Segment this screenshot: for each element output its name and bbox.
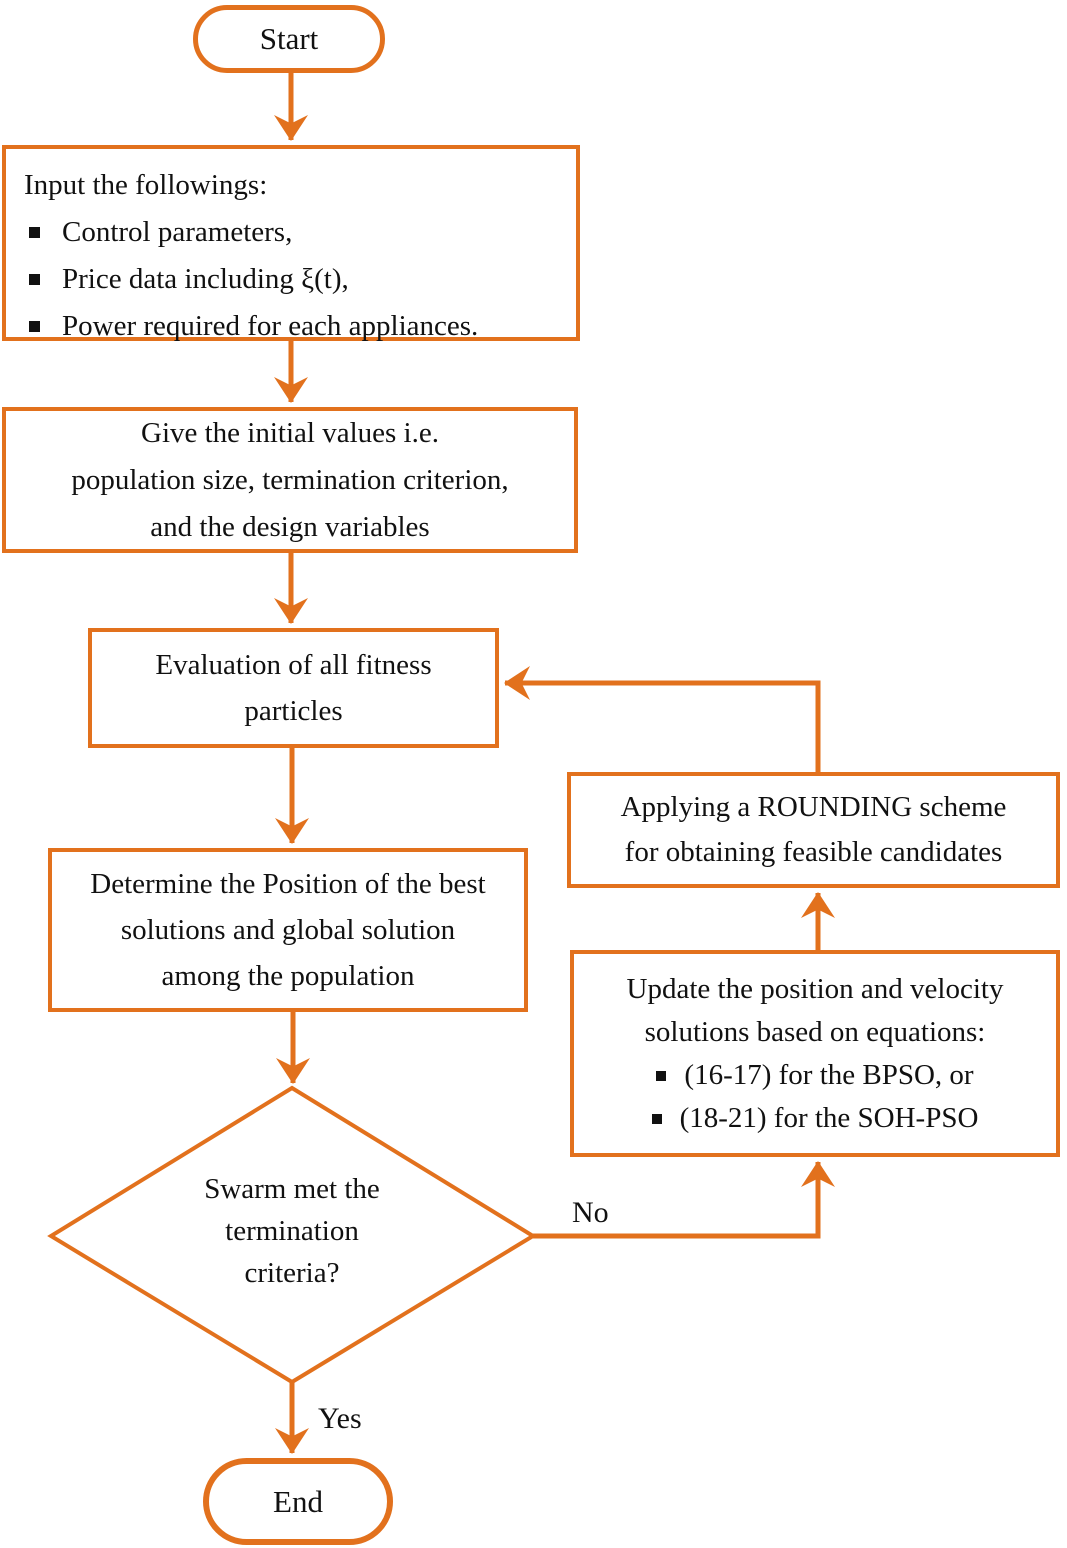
determine-line: Determine the Position of the best — [90, 868, 486, 900]
decision-diamond — [47, 1085, 537, 1385]
decision-line: termination — [225, 1215, 359, 1247]
input-bullet-row: Control parameters, — [24, 209, 568, 256]
bullet-square-icon — [656, 1071, 667, 1081]
update-line: solutions based on equations: — [644, 1015, 986, 1048]
initial-values-line: and the design variables — [150, 510, 430, 543]
node-start: Start — [193, 5, 385, 73]
bullet-square-icon — [29, 227, 40, 238]
bullet-square-icon — [651, 1114, 662, 1124]
bullet-square-icon — [29, 274, 40, 285]
evaluation-line: Evaluation of all fitness — [155, 649, 432, 681]
node-determine-best: Determine the Position of the best solut… — [48, 848, 528, 1012]
decision-line: Swarm met the — [204, 1173, 380, 1205]
input-bullet-row: Power required for each appliances. — [24, 303, 568, 350]
yes-label: Yes — [318, 1402, 362, 1435]
update-bullet-row: (16-17) for the BPSO, or — [656, 1054, 974, 1097]
update-line: Update the position and velocity — [626, 972, 1004, 1005]
node-evaluation: Evaluation of all fitness particles — [88, 628, 499, 748]
initial-values-line: Give the initial values i.e. — [141, 416, 439, 449]
node-initial-values: Give the initial values i.e. population … — [2, 407, 578, 553]
rounding-line: for obtaining feasible candidates — [624, 836, 1003, 868]
determine-line: among the population — [161, 960, 415, 992]
node-update-position-velocity: Update the position and velocity solutio… — [570, 950, 1060, 1157]
input-bullet: Control parameters, — [62, 216, 293, 248]
end-label: End — [273, 1483, 323, 1519]
edge-decision-no-to-update — [533, 1161, 835, 1239]
decision-line: criteria? — [244, 1257, 340, 1289]
bullet-square-icon — [29, 321, 40, 332]
initial-values-line: population size, termination criterion, — [71, 463, 509, 496]
input-bullet: Price data including ξ(t), — [62, 263, 349, 295]
decision-label: Swarm met the termination criteria? — [112, 1168, 472, 1294]
update-bullet-row: (18-21) for the SOH-PSO — [651, 1097, 979, 1140]
input-title: Input the followings: — [24, 169, 268, 201]
update-bullet: (18-21) for the SOH-PSO — [679, 1101, 979, 1134]
node-input: Input the followings: Control parameters… — [2, 145, 580, 342]
update-bullet: (16-17) for the BPSO, or — [684, 1058, 974, 1091]
node-end: End — [203, 1458, 393, 1545]
input-bullet: Power required for each appliances. — [62, 310, 479, 342]
edge-rounding-to-evaluate — [504, 666, 821, 772]
no-label: No — [572, 1196, 609, 1229]
evaluation-line: particles — [244, 695, 343, 727]
start-label: Start — [259, 21, 319, 56]
input-bullet-row: Price data including ξ(t), — [24, 256, 568, 303]
node-rounding-scheme: Applying a ROUNDING scheme for obtaining… — [567, 772, 1060, 888]
rounding-line: Applying a ROUNDING scheme — [620, 791, 1007, 823]
determine-line: solutions and global solution — [120, 914, 456, 946]
